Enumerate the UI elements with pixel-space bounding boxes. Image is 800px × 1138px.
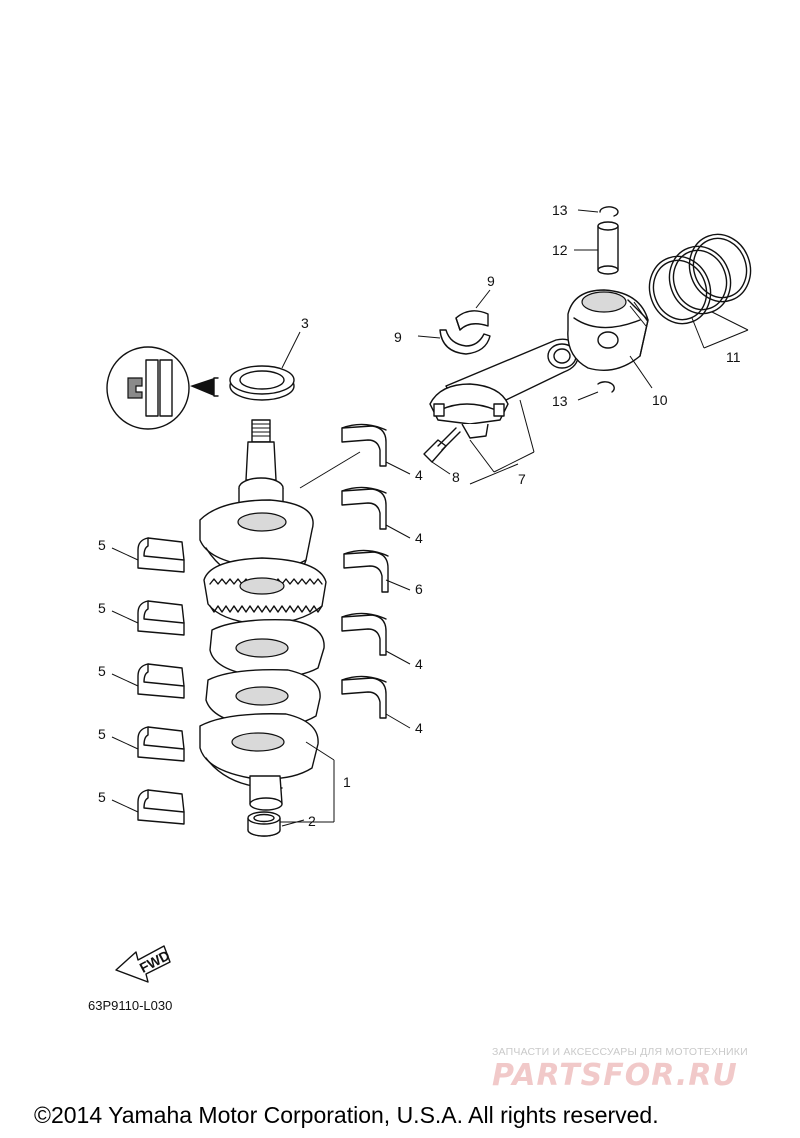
main-bearing-half — [111, 789, 185, 825]
main-bearing-half — [111, 726, 185, 762]
main-bearing-half — [341, 675, 411, 729]
callout-5: 5 — [98, 726, 106, 742]
callout-10: 10 — [652, 392, 668, 408]
callout-5: 5 — [98, 537, 106, 553]
callout-4: 4 — [415, 530, 423, 546]
main-bearing-half — [341, 423, 411, 475]
callout-1: 1 — [343, 774, 351, 790]
callout-3: 3 — [301, 315, 309, 331]
callout-9: 9 — [487, 273, 495, 289]
main-bearing-set-right — [341, 423, 411, 729]
watermark-brand: PARTSFOR.RU — [492, 1058, 738, 1093]
callout-4: 4 — [415, 720, 423, 736]
crankshaft — [199, 419, 361, 823]
callout-8: 8 — [452, 469, 460, 485]
piston-ring-set — [648, 233, 752, 349]
main-bearing-half — [111, 600, 185, 636]
callout-13: 13 — [552, 393, 568, 409]
main-bearing-half — [341, 486, 411, 539]
main-bearing-half — [111, 663, 185, 699]
callout-6: 6 — [415, 581, 423, 597]
piston-pin-clip-upper — [577, 206, 619, 217]
fwd-direction-arrow: FWD — [115, 945, 172, 983]
main-bearing-half — [111, 537, 185, 573]
callout-5: 5 — [98, 600, 106, 616]
callout-4: 4 — [415, 656, 423, 672]
piston-pin-clip-lower — [577, 381, 615, 401]
piston — [567, 289, 653, 389]
connecting-rod — [429, 338, 579, 485]
conrod-bearing-upper — [455, 289, 491, 331]
copyright-notice: ©2014 Yamaha Motor Corporation, U.S.A. A… — [34, 1102, 659, 1128]
seal-detail-callout — [106, 346, 219, 430]
callout-5: 5 — [98, 663, 106, 679]
callout-11: 11 — [726, 349, 741, 365]
callout-7: 7 — [518, 471, 526, 487]
callout-12: 12 — [552, 242, 568, 258]
callout-5: 5 — [98, 789, 106, 805]
crankshaft-bushing — [247, 811, 305, 837]
callout-labels: 1 2 3 4 4 4 4 5 5 5 5 5 6 7 8 9 9 10 11 … — [98, 202, 741, 829]
watermark-subtitle: ЗАПЧАСТИ И АКСЕССУАРЫ ДЛЯ МОТОТЕХНИКИ — [492, 1046, 748, 1058]
drawing-code: 63P9110-L030 — [88, 998, 172, 1013]
callout-9: 9 — [394, 329, 402, 345]
callout-13: 13 — [552, 202, 568, 218]
callout-4: 4 — [415, 467, 423, 483]
conrod-bolt — [423, 427, 461, 475]
main-bearing-half — [341, 612, 411, 665]
piston-pin — [574, 221, 619, 275]
conrod-bearing-lower — [417, 329, 491, 355]
callout-2: 2 — [308, 813, 316, 829]
thrust-bearing-half — [343, 549, 411, 593]
oil-seal — [229, 331, 301, 401]
main-bearing-set-left — [111, 537, 185, 825]
